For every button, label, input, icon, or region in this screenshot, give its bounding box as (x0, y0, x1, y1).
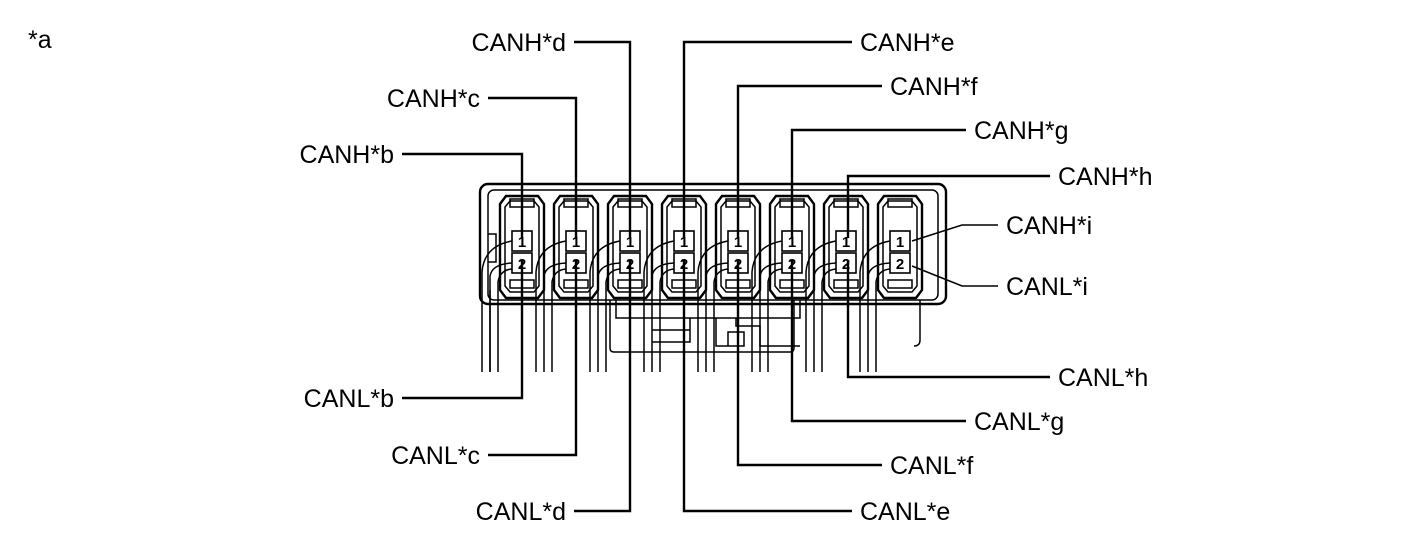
canh-i-callout: CANH*i (911, 212, 1092, 242)
cavity: 12 (714, 194, 762, 300)
pin-1-number: 1 (788, 234, 796, 251)
pin-1-number: 1 (518, 234, 526, 251)
label-canl-i: CANL*i (1006, 273, 1088, 301)
canl-b-callout: CANL*b (304, 260, 524, 413)
label-canl-h: CANL*h (1058, 364, 1148, 392)
label-canh-d: CANH*d (472, 29, 566, 57)
connector-wires (481, 233, 921, 372)
label-canl-c: CANL*c (391, 442, 480, 470)
label-canl-f: CANL*f (890, 452, 973, 480)
pin-2-terminal: 2 (835, 252, 857, 274)
pin-1-number: 1 (626, 234, 634, 251)
label-canh-e: CANH*e (860, 29, 954, 57)
pin-1-number: 1 (572, 234, 580, 251)
wire-pair (481, 240, 513, 372)
pin-1-number: 1 (896, 234, 904, 251)
label-canh-b: CANH*b (300, 141, 394, 169)
label-canl-d: CANL*d (476, 498, 566, 526)
pin-1-terminal: 1 (889, 230, 911, 252)
canh-d-callout: CANH*d (472, 29, 632, 238)
pin-1-terminal: 1 (835, 230, 857, 252)
canl-c-callout: CANL*c (391, 260, 578, 470)
wire-pair (751, 240, 783, 372)
pin-2-number: 2 (896, 256, 904, 273)
canl-d-callout: CANL*d (476, 260, 632, 526)
canh-g-callout: CANH*g (790, 117, 1068, 238)
canl-h-callout: CANL*h (846, 260, 1148, 392)
pin-1-number: 1 (842, 234, 850, 251)
label-canh-f: CANH*f (890, 73, 978, 101)
canl-g-callout: CANL*g (790, 260, 1064, 436)
wire-pair (805, 240, 837, 372)
canh-h-callout: CANH*h (846, 163, 1152, 238)
canh-c-callout: CANH*c (387, 85, 578, 238)
cavity: 12 (822, 194, 870, 300)
label-canl-g: CANL*g (974, 408, 1064, 436)
figure-label: *a (28, 26, 52, 54)
connector-end-stub (488, 233, 921, 372)
wire-pair (643, 240, 675, 372)
canl-f-callout: CANL*f (736, 260, 973, 480)
wire-pair (697, 240, 729, 372)
label-canh-c: CANH*c (387, 85, 480, 113)
pin-2-number: 2 (842, 256, 850, 273)
canl-e-callout: CANL*e (682, 260, 950, 526)
wire-pair (589, 240, 621, 372)
label-canl-e: CANL*e (860, 498, 950, 526)
connector-latch (609, 300, 801, 353)
canh-b-callout: CANH*b (300, 141, 524, 238)
label-canh-g: CANH*g (974, 117, 1068, 145)
pin-1-number: 1 (734, 234, 742, 251)
cavity: 12 (876, 194, 924, 300)
pin-2-terminal: 2 (889, 252, 911, 274)
wire-pair (859, 240, 891, 372)
wire-pair (535, 240, 567, 372)
canl-i-callout: CANL*i (911, 265, 1088, 301)
label-canh-i: CANH*i (1006, 212, 1092, 240)
label-canl-b: CANL*b (304, 385, 394, 413)
pin-1-number: 1 (680, 234, 688, 251)
label-canh-h: CANH*h (1058, 163, 1152, 191)
canh-e-callout: CANH*e (682, 29, 954, 238)
canh-f-callout: CANH*f (736, 73, 978, 238)
